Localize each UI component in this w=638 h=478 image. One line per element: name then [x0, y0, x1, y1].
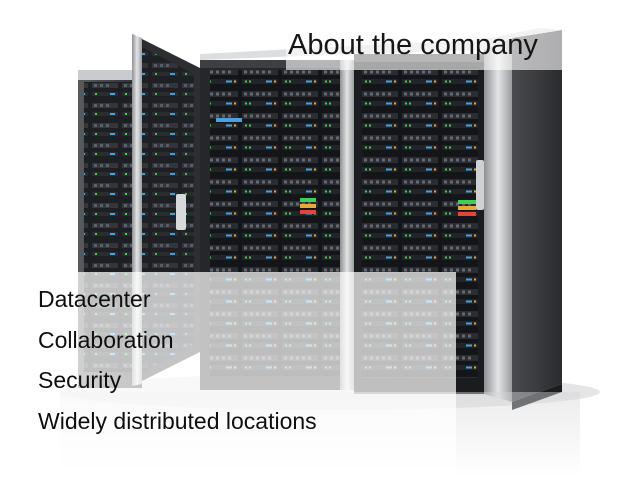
bullet-item-locations: Widely distributed locations [38, 407, 317, 434]
bullet-item-collaboration: Collaboration [38, 326, 174, 353]
slide-title: About the company [288, 29, 538, 61]
bullet-item-datacenter: Datacenter [38, 286, 151, 312]
title-backdrop [286, 24, 638, 70]
bullet-list: Datacenter Collaboration Security Widely… [38, 279, 317, 441]
content-backdrop [0, 272, 456, 478]
bullet-item-security: Security [38, 367, 122, 393]
